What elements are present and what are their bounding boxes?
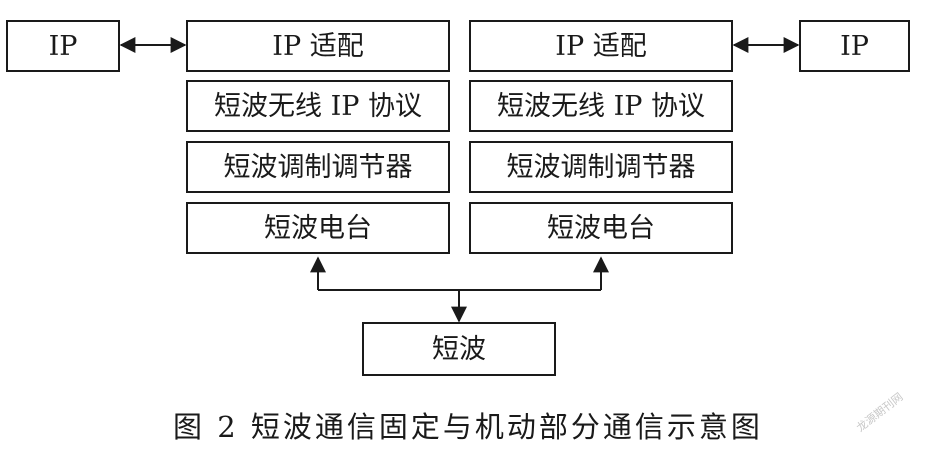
right-radio-box: 短波电台 bbox=[469, 202, 733, 254]
left-ip-adapter-box: IP 适配 bbox=[186, 20, 450, 72]
right-ip-box: IP bbox=[799, 20, 910, 72]
right-ip-adapter-box: IP 适配 bbox=[469, 20, 733, 72]
left-radio-box: 短波电台 bbox=[186, 202, 450, 254]
left-modem-label: 短波调制调节器 bbox=[223, 151, 413, 183]
shortwave-channel-label: 短波 bbox=[432, 333, 486, 365]
left-ip-box: IP bbox=[6, 20, 120, 72]
right-modem-label: 短波调制调节器 bbox=[506, 151, 696, 183]
right-protocol-box: 短波无线 IP 协议 bbox=[469, 80, 733, 132]
right-ip-label: IP bbox=[840, 30, 869, 62]
right-protocol-label: 短波无线 IP 协议 bbox=[497, 90, 705, 122]
left-ip-label: IP bbox=[48, 30, 78, 62]
left-radio-label: 短波电台 bbox=[264, 212, 372, 244]
left-protocol-label: 短波无线 IP 协议 bbox=[214, 90, 422, 122]
left-modem-box: 短波调制调节器 bbox=[186, 141, 450, 193]
right-radio-label: 短波电台 bbox=[547, 212, 655, 244]
right-ip-adapter-label: IP 适配 bbox=[555, 30, 647, 62]
shortwave-channel-box: 短波 bbox=[362, 322, 556, 376]
left-ip-adapter-label: IP 适配 bbox=[272, 30, 364, 62]
figure-caption: 图 2 短波通信固定与机动部分通信示意图 bbox=[173, 410, 763, 444]
right-modem-box: 短波调制调节器 bbox=[469, 141, 733, 193]
left-protocol-box: 短波无线 IP 协议 bbox=[186, 80, 450, 132]
